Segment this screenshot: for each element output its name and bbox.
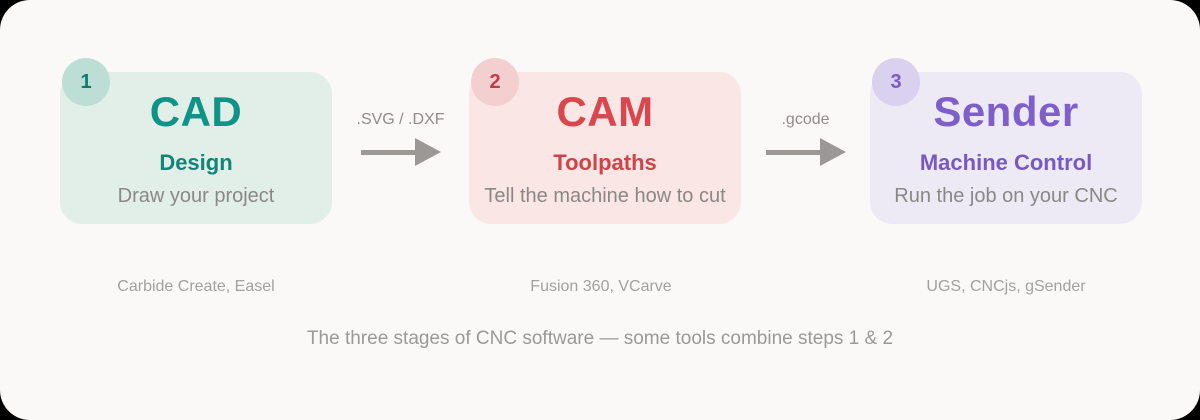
stage-tools-cad: Carbide Create, Easel [117,278,275,295]
stage-subtitle: Toolpaths [553,149,657,175]
stage-description: Tell the machine how to cut [484,184,726,207]
stage-subtitle: Design [159,149,233,175]
stage-subtitle: Machine Control [919,149,1093,175]
step-number-badge: 2 [471,58,520,106]
diagram-caption: The three stages of CNC software — some … [306,328,894,349]
stage-title: CAM [556,87,654,135]
stage-description: Draw your project [117,184,275,207]
arrow-head [414,138,441,166]
right-arrow-icon [360,138,441,166]
stage-tools-sender: UGS, CNCjs, gSender [926,278,1086,295]
arrow-shaft [765,149,820,155]
example-tools-row: Carbide Create, Easel Fusion 360, VCarve… [0,224,1200,295]
right-arrow-icon [765,138,846,166]
flow-arrow-gcode: .gcode [741,72,870,224]
stage-title: Sender [933,87,1079,135]
step-number-badge: 3 [872,58,921,106]
stage-title: CAD [149,87,243,135]
arrow-label: .SVG / .DXF [356,111,445,128]
flow-arrow-svg-dxf: .SVG / .DXF [332,72,469,224]
stage-description: Run the job on your CNC [894,184,1118,207]
arrow-shaft [360,149,415,155]
stage-tools-cam: Fusion 360, VCarve [530,278,672,295]
arrow-label: .gcode [781,111,830,128]
step-number-badge: 1 [62,58,110,106]
arrow-head [819,138,846,166]
stage-card-cam: 2 CAM Toolpaths Tell the machine how to … [469,58,742,224]
stage-card-sender: 3 Sender Machine Control Run the job on … [870,58,1143,224]
stage-card-cad: 1 CAD Design Draw your project [60,58,332,224]
stages-row: 1 CAD Design Draw your project .SVG / .D… [60,58,1143,224]
